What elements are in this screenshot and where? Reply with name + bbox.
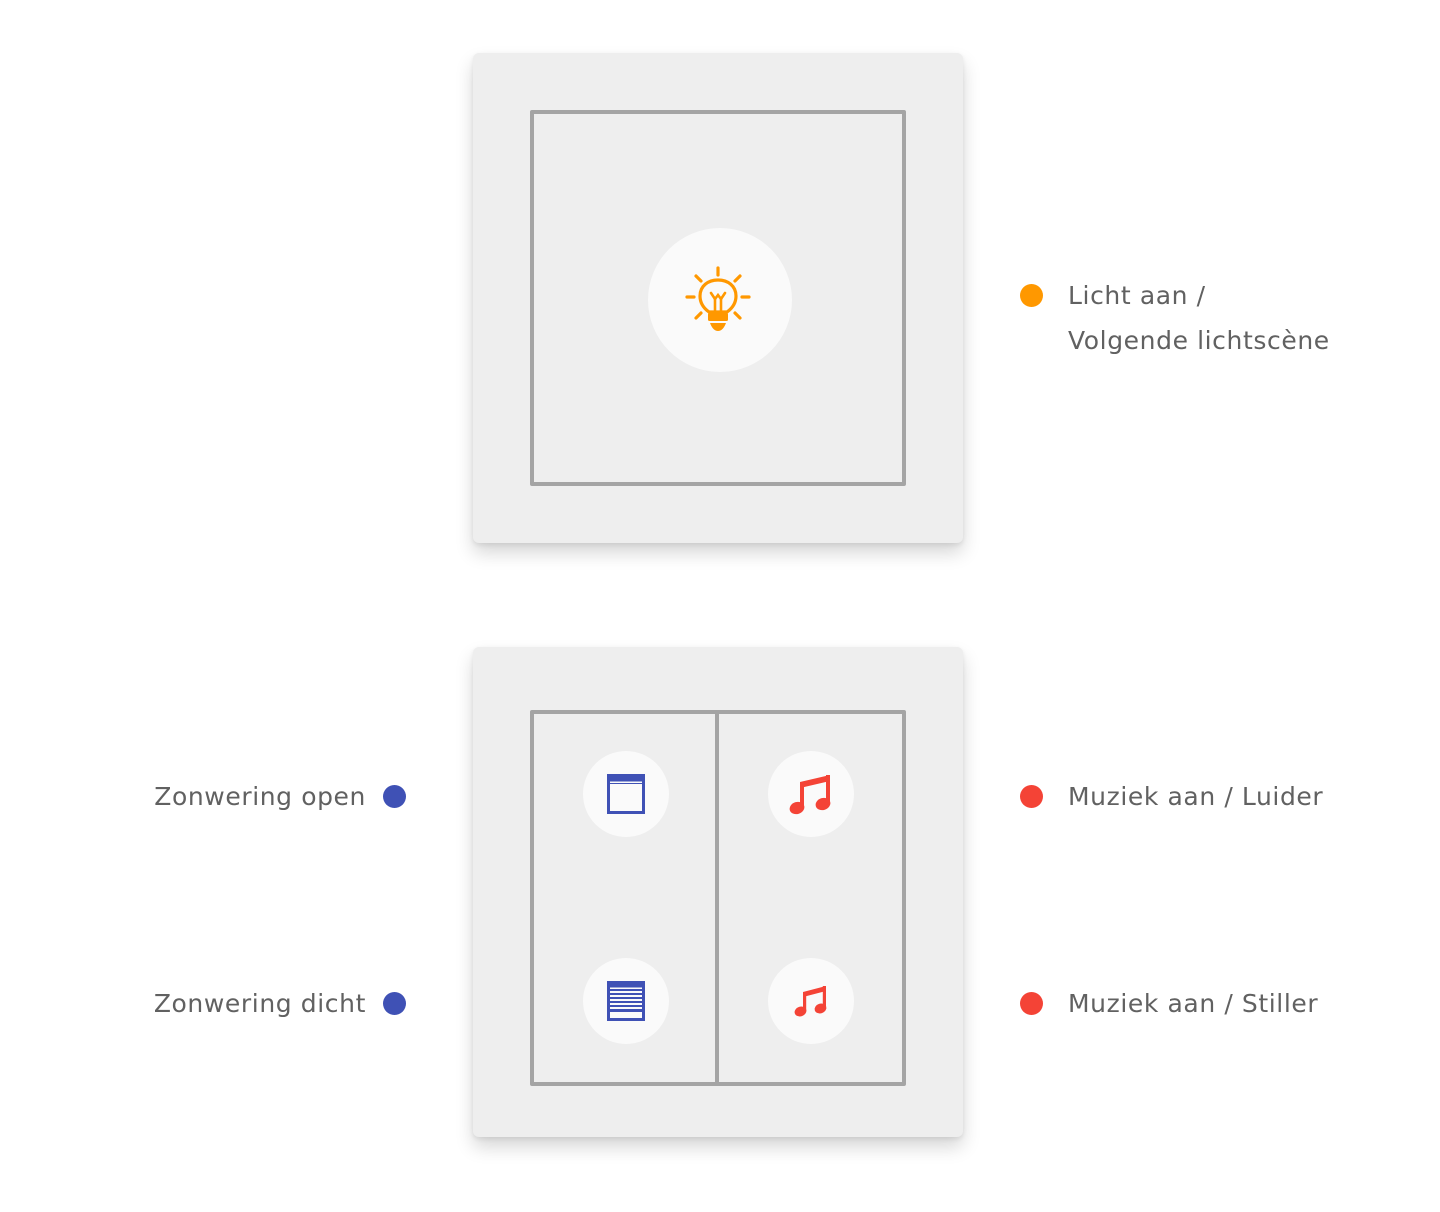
blind-open-icon: [607, 774, 645, 814]
music-up-dot: [1020, 785, 1043, 808]
music-note-small-icon: [794, 986, 827, 1017]
left-rocker[interactable]: [530, 710, 720, 1086]
shade-close-dot: [383, 992, 406, 1015]
light-button[interactable]: [648, 228, 792, 372]
single-rocker[interactable]: [530, 110, 906, 486]
music-down-button[interactable]: [768, 958, 854, 1044]
double-switch-plate: [473, 647, 963, 1137]
legend-music-down: Muziek aan / Stiller: [1020, 981, 1318, 1026]
legend-light-line2: Volgende lichtscène: [1068, 326, 1330, 355]
legend-light-text: Licht aan / Volgende lichtscène: [1068, 273, 1330, 363]
legend-music-up-text: Muziek aan / Luider: [1068, 782, 1324, 811]
music-up-button[interactable]: [768, 751, 854, 837]
right-rocker[interactable]: [715, 710, 906, 1086]
single-switch-plate: [473, 53, 963, 543]
legend-shade-open: Zonwering open: [154, 774, 406, 819]
legend-music-up: Muziek aan / Luider: [1020, 774, 1323, 819]
legend-shade-open-text: Zonwering open: [154, 782, 366, 811]
lightbulb-icon: [685, 266, 751, 331]
music-note-icon: [789, 775, 831, 815]
shade-open-button[interactable]: [583, 751, 669, 837]
legend-shade-close-text: Zonwering dicht: [153, 989, 366, 1018]
light-dot: [1020, 284, 1043, 307]
shade-close-button[interactable]: [583, 958, 669, 1044]
legend-music-down-text: Muziek aan / Stiller: [1068, 989, 1319, 1018]
blind-closed-icon: [607, 981, 645, 1021]
legend-light: Licht aan / Volgende lichtscène: [1020, 273, 1330, 363]
music-down-dot: [1020, 992, 1043, 1015]
legend-shade-close: Zonwering dicht: [154, 981, 406, 1026]
legend-light-line1: Licht aan /: [1068, 281, 1206, 310]
shade-open-dot: [383, 785, 406, 808]
